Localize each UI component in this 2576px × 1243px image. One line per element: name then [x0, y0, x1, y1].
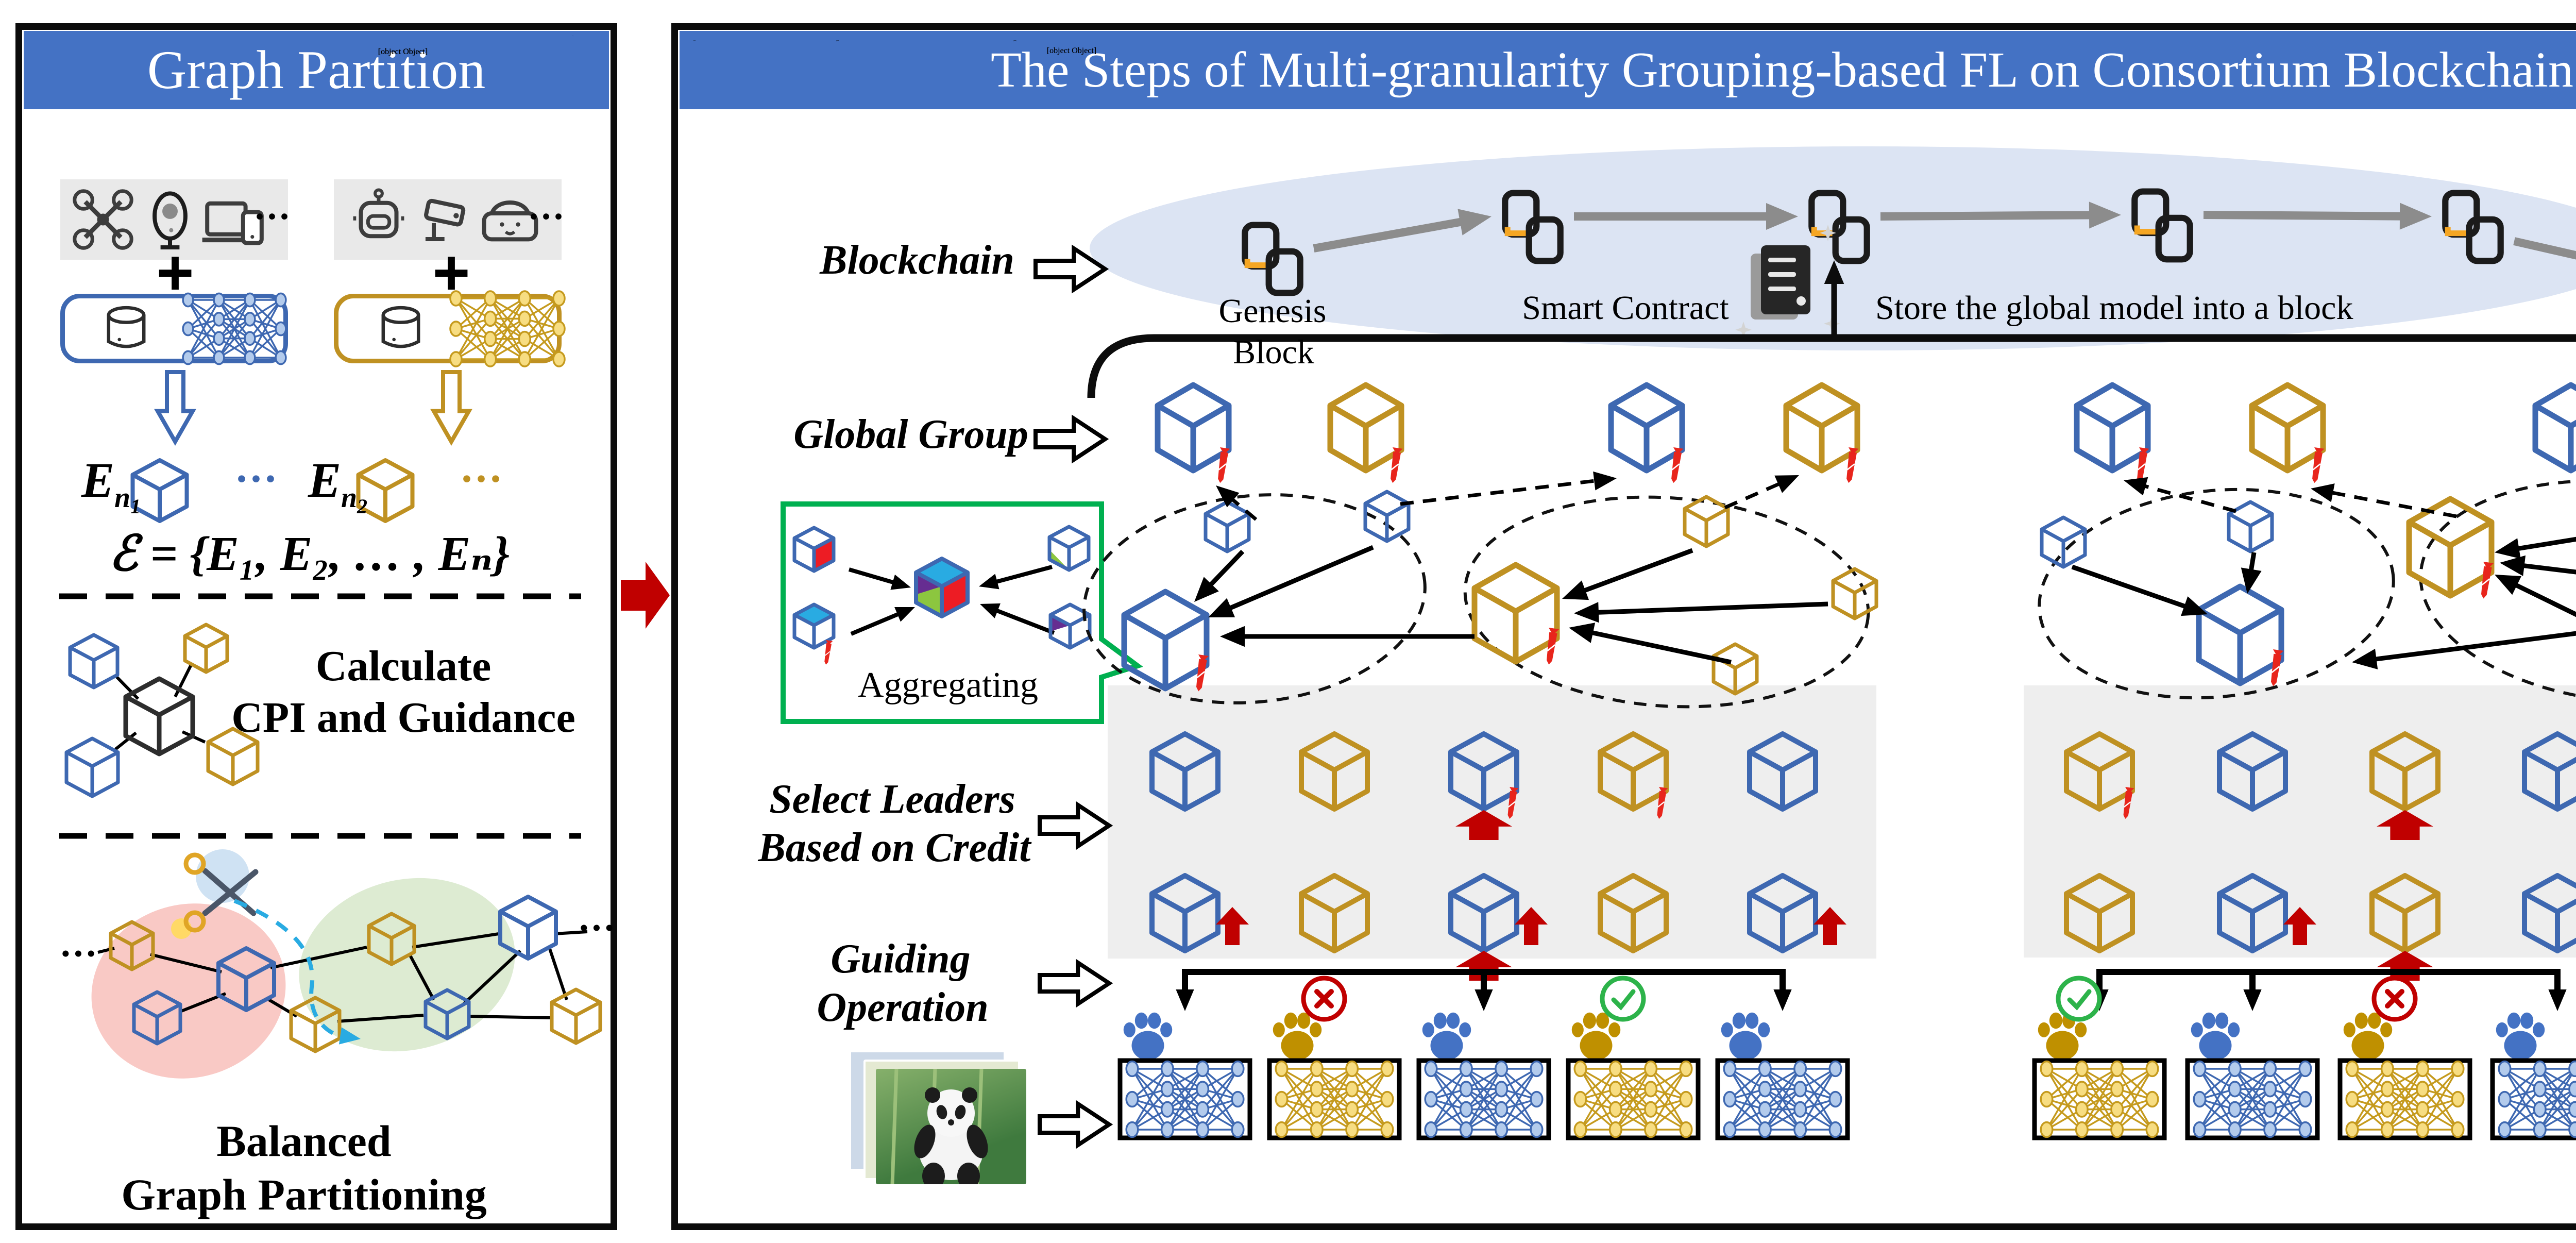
value-label: [object Object] — [693, 41, 696, 42]
value-label: [object Object] — [693, 41, 696, 42]
plus-b: + — [432, 237, 470, 309]
balanced-line1: Balanced — [216, 1116, 392, 1166]
calculate-line2: CPI and Guidance — [231, 694, 575, 742]
value-label: [object Object] — [693, 41, 696, 42]
entity-dots-b: ··· — [460, 455, 503, 503]
row-label-select-leaders-2: Based on Credit — [758, 825, 1031, 870]
value-label: [object Object] — [836, 41, 839, 42]
left-panel-title: Graph Partition — [147, 40, 486, 100]
store-model-label: Store the global model into a block — [1875, 289, 2353, 327]
value-label: [object Object] — [1014, 41, 1016, 42]
value-label: [object Object] — [836, 41, 839, 42]
entity-label-a: En1 — [81, 452, 141, 518]
device-dots-b: ··· — [527, 196, 565, 237]
value-label: [object Object] — [1046, 46, 1097, 55]
plus-a: + — [156, 237, 194, 309]
value-label: [object Object] — [1013, 41, 1016, 42]
entity-dots-a: ··· — [234, 455, 278, 503]
right-panel-title: The Steps of Multi-granularity Grouping-… — [990, 42, 2574, 98]
value-label: [object Object] — [1013, 41, 1016, 42]
genesis-label-1: Genesis — [1218, 292, 1327, 330]
row-label-global-group: Global Group — [793, 412, 1028, 457]
left-credit-panel — [1108, 685, 1876, 959]
value-label: [object Object] — [837, 41, 839, 42]
value-label: [object Object] — [837, 41, 839, 42]
calculate-line1: Calculate — [315, 642, 492, 690]
partition-dots-left: ··· — [59, 933, 98, 975]
value-label: [object Object] — [378, 47, 428, 56]
right-panel — [671, 23, 2576, 1230]
aggregating-title: Aggregating — [858, 665, 1038, 705]
value-label: [object Object] — [693, 41, 696, 42]
value-label: [object Object] — [1014, 41, 1016, 42]
value-label: [object Object] — [378, 47, 428, 56]
device-dots-a: ··· — [253, 196, 291, 237]
value-label: [object Object] — [836, 41, 839, 42]
value-label: [object Object] — [1013, 41, 1016, 42]
entity-set-equation: ℰ = {E₁, E₂, … , Eₙ} — [108, 527, 510, 581]
row-label-blockchain: Blockchain — [820, 238, 1014, 283]
value-label: [object Object] — [1014, 41, 1016, 42]
value-label: [object Object] — [378, 47, 428, 56]
right-credit-panel — [2024, 685, 2576, 958]
value-label: [object Object] — [1014, 41, 1016, 42]
value-label: [object Object] — [1013, 41, 1016, 42]
value-label: [object Object] — [837, 41, 839, 42]
value-label: [object Object] — [836, 41, 839, 42]
row-label-guiding-1: Guiding — [831, 936, 971, 982]
sample-photo-front-panda — [876, 1069, 1026, 1184]
panel-connector-arrow — [621, 562, 670, 629]
left-panel-banner: Graph Partition — [24, 31, 609, 109]
value-label: [object Object] — [1046, 46, 1097, 55]
smart-contract-label: Smart Contract — [1522, 289, 1729, 327]
genesis-label-2: Block — [1233, 333, 1314, 371]
balanced-line2: Graph Partitioning — [121, 1170, 487, 1219]
row-label-guiding-2: Operation — [817, 985, 989, 1030]
value-label: [object Object] — [1013, 41, 1016, 42]
value-label: [object Object] — [837, 41, 839, 42]
right-panel-banner: The Steps of Multi-granularity Grouping-… — [680, 31, 2576, 109]
entity-label-b: En2 — [308, 452, 368, 518]
value-label: [object Object] — [378, 47, 428, 56]
row-label-select-leaders-1: Select Leaders — [769, 777, 1015, 822]
value-label: [object Object] — [1014, 41, 1016, 42]
value-label: [object Object] — [836, 41, 839, 42]
value-label: [object Object] — [837, 41, 839, 42]
partition-dots-right: ··· — [577, 907, 616, 949]
